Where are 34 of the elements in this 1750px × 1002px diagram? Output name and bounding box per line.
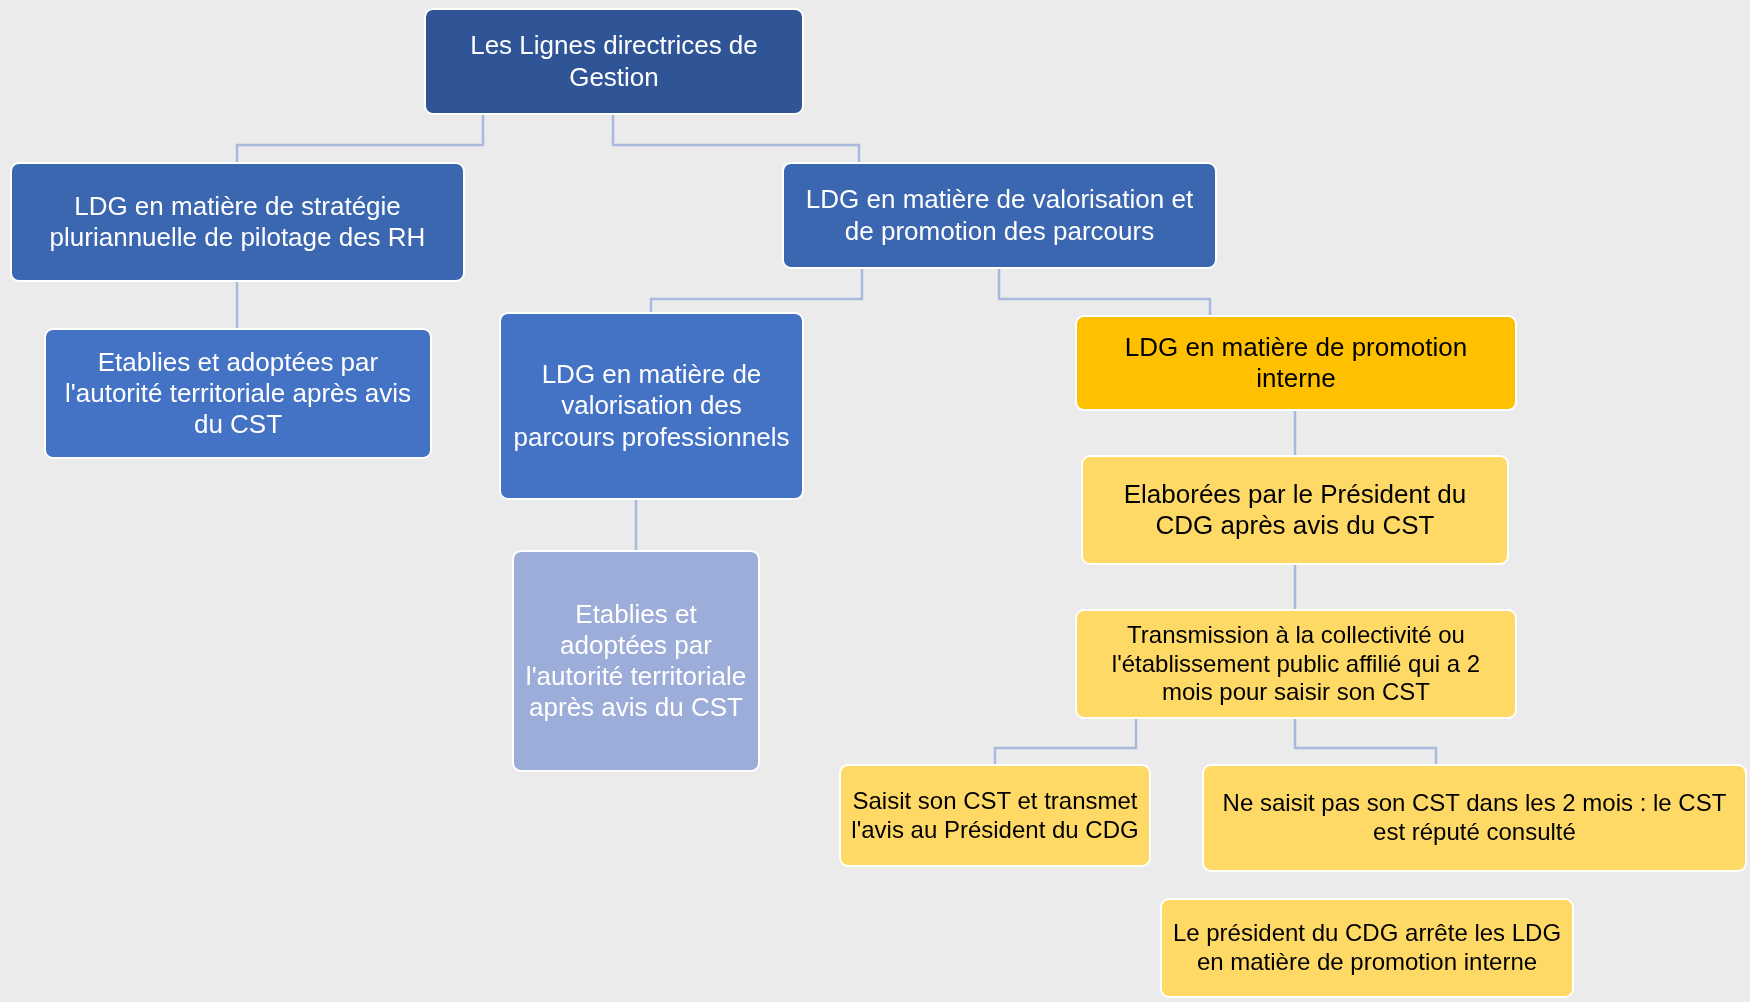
process-box (499, 312, 804, 500)
connector-line (1293, 565, 1297, 609)
box-label: LDG en matière de promotion interne (1123, 331, 1469, 395)
box-label: LDG en matière de valorisation des parcours professionnels (512, 359, 791, 453)
box-label: Les Lignes directrices de Gestion (469, 30, 759, 93)
box-label: Saisit son CST et transmet l'avis au Président du CDG (851, 786, 1139, 845)
box-label: Elaborées par le Président du CDG après avis du CST (1122, 478, 1468, 542)
connector-line (235, 115, 485, 162)
process-box (782, 162, 1217, 269)
connector-line (235, 282, 239, 328)
process-box (1202, 764, 1747, 872)
process-box (512, 550, 760, 772)
connector-line (634, 500, 638, 550)
connector-line (1293, 411, 1297, 455)
connector-line (611, 115, 861, 162)
box-label: Etablies et adoptées par l'autorité territoriale après avis du CST (524, 598, 748, 724)
process-box (10, 162, 465, 282)
connector-line (997, 269, 1212, 315)
box-label: Ne saisit pas son CST dans les 2 mois : le CST est réputé consulté (1221, 789, 1728, 847)
box-label: Le président du CDG arrête les LDG en matière de promotion interne (1172, 919, 1562, 977)
process-box (1160, 898, 1574, 998)
box-label: Etablies et adoptées par l'autorité territoriale après avis du CST (64, 346, 412, 441)
process-box (1075, 315, 1517, 411)
connector-line (649, 269, 864, 312)
connector-line (1293, 719, 1438, 764)
process-box (1075, 609, 1517, 719)
connector-line (993, 719, 1138, 764)
box-label: Transmission à la collectivité ou l'établissement public affilié qui a 2 mois pour saisir son CST (1110, 620, 1482, 708)
box-label: LDG en matière de stratégie pluriannuelle de pilotage des RH (48, 190, 427, 254)
process-box (839, 764, 1151, 867)
process-box (1081, 455, 1509, 565)
box-label: LDG en matière de valorisation et de promotion des parcours (804, 184, 1195, 247)
process-box (44, 328, 432, 459)
process-box (424, 8, 804, 115)
